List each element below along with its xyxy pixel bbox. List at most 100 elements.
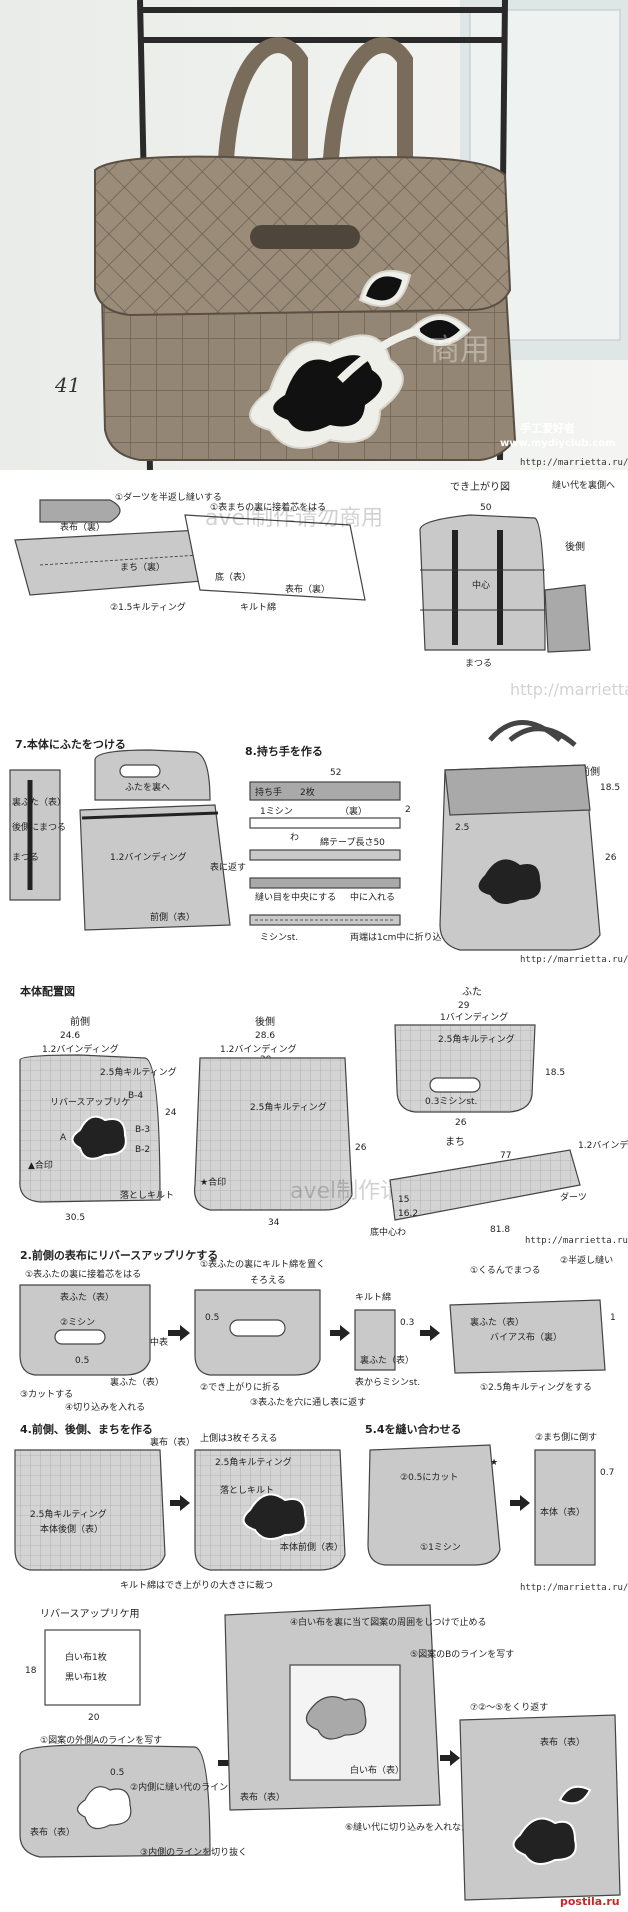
dim-34: 34 [268,1218,280,1228]
machi-label: まち（裏） [120,561,165,573]
flap-title: ふた [462,986,482,998]
reverse-applique: リバースアップリケ [50,1097,131,1108]
dart-piece [39,499,121,523]
s5-quilt: 2.5角キルティング [30,1508,107,1520]
mochite: 持ち手 [255,786,282,798]
s6-star: ★ [490,1458,498,1468]
dim-77: 77 [500,1151,511,1161]
diagram-section-4: 2.前側の表布にリバースアップリケする ①表ふたの裏に接着芯をはる 表ふた（表）… [0,1245,628,1595]
handle-strip [249,781,401,801]
s2-05: 0.5 [205,1313,219,1323]
mochite-count: 2枚 [300,786,315,798]
dim-50: 50 [480,503,492,513]
matsuru-2: まつる [12,852,39,863]
b4-label: B-4 [128,1091,143,1101]
b2-label: B-2 [135,1145,150,1155]
dart-omote: 表布（裏） [60,521,105,533]
shiro-label: 白い布1枚 [65,1651,107,1663]
s3-panel [354,1309,396,1371]
s2-ori: ②でき上がりに折る [200,1381,280,1393]
s3-03: 0.3 [400,1318,414,1328]
gusset-panel [389,1149,581,1221]
step5-title: 5.4を縫い合わせる [365,1422,462,1436]
darts-label: ダーツ [560,1191,587,1203]
omote-label-2: 表布（裏） [285,583,330,595]
futa: ふたを裏へ [125,781,170,793]
s2-label: ①表ふたの裏にキルト綿を置く [200,1258,325,1270]
s4-ura: 裏ふた（表） [470,1316,524,1328]
s4-hangaeshi: ②半返し縫い [560,1254,613,1266]
dim-2: 2 [405,805,411,815]
s6-machi: ②まち側に倒す [535,1431,597,1443]
dart-label: ①ダーツを半返し縫いする [115,491,222,503]
step7-side-piece [9,769,61,901]
applique-step7: ⑦②〜⑤をくり返す [470,1701,548,1713]
fabric-square [44,1629,141,1706]
photo-watermark: 商用 [430,333,490,368]
diagram-section-2: 7.本体にふたをつける 8.持ち手を作る 裏ふた（表） 後側にまつる まつる ふ… [0,700,628,970]
dim-18-5: 18.5 [600,783,620,793]
applique-step5: ⑤図案のBのラインを写す [410,1648,514,1660]
applique-step3: ③内側のラインを切り抜く [140,1846,247,1858]
s2-kaesu: ③表ふたを穴に通し表に返す [250,1396,366,1408]
dim-24: 24 [165,1108,177,1118]
finish-title: でき上がり図 [450,480,510,493]
quilt-label: ②1.5キルティング [110,601,186,613]
s1-kiri: ④切り込みを入れる [65,1402,145,1413]
s4-panel [449,1299,606,1374]
photo-url-watermark: http://marrietta.ru/ [520,458,628,468]
star-mark: ★合印 [200,1176,226,1188]
flap-st: 0.3ミシンst. [425,1097,477,1107]
mishin-st: ミシンst. [260,933,298,943]
ura-label: （裏） [340,805,367,817]
bag-handle-right [322,37,413,191]
url-watermark-1: http://marrietta.ru/ [510,680,628,699]
s3-kiruto: キルト綿 [355,1291,391,1303]
ryohashi: 両端は1cm中に折り込む [350,931,450,943]
seam-note: 縫い代を裏側へ [552,479,615,491]
back-title: 後側 [255,1015,275,1028]
s5-3mai: 上側は3枚そろえる [200,1432,277,1444]
s6-hontai: 本体（表） [540,1506,585,1518]
url-watermark-4: http://marrietta.ru/ [520,1583,628,1593]
s1-cut: ③カットする [20,1389,73,1400]
dim-26: 26 [605,853,617,863]
nuime: 縫い目を中央にする [255,891,336,903]
back-panel [193,1057,353,1211]
url-watermark-3: http://marrietta.ru/ [525,1236,628,1245]
applique-flower [249,270,472,449]
front-side: 前側（表） [150,911,195,923]
postila-logo: postila.ru [560,1895,620,1908]
front-title: 前側 [70,1015,90,1028]
bottom-center: 底中心わ [370,1226,406,1238]
applique-omote2: 表布（表） [240,1791,285,1803]
step8-title: 8.持ち手を作る [245,744,323,758]
wa: わ [290,832,299,843]
flap-binding: 1バインディング [440,1011,508,1023]
s1-05: 0.5 [75,1356,89,1366]
binding-12-front: 1.2バインディング [42,1043,119,1055]
otoshi-kiruto: 落としキルト [120,1189,174,1201]
shiro-omote: 白い布（表） [350,1764,404,1776]
kiruto-label: キルト綿 [240,601,276,613]
applique-omote: 表布（表） [30,1826,75,1838]
dim-18-5-flap: 18.5 [545,1068,565,1078]
s4-quilt: ①2.5角キルティングをする [480,1381,592,1393]
s1-omote: 表ふた（表） [60,1291,114,1303]
matsuru-label: まつる [465,658,492,669]
s4-kurumi: ①くるんでまつる [470,1265,540,1276]
back-label: 後側 [565,540,585,553]
s1-ura: 裏ふた（表） [110,1376,164,1388]
soko-label: 底（表） [215,571,251,583]
diagram-3: 本体配置図 前側 24.6 1.2バインディング 2.5角キルティング リバース… [0,970,628,1245]
back-mara: 後側にまつる [12,821,66,833]
diagram-2: 7.本体にふたをつける 8.持ち手を作る 裏ふた（表） 後側にまつる まつる ふ… [0,700,628,970]
dim-18: 18 [25,1666,37,1676]
bag-photo: 41 手工爱好者 www.mydiyclub.com 商用 http://mar… [0,0,628,470]
dim-30-5: 30.5 [65,1213,85,1223]
step2-title: 2.前側の表布にリバースアップリケする [20,1248,218,1262]
gusset-title: まち [445,1136,465,1148]
s5-omote: 裏布（表） [150,1436,195,1448]
quilt-25-front: 2.5角キルティング [100,1066,177,1078]
b3-label: B-3 [135,1125,150,1135]
